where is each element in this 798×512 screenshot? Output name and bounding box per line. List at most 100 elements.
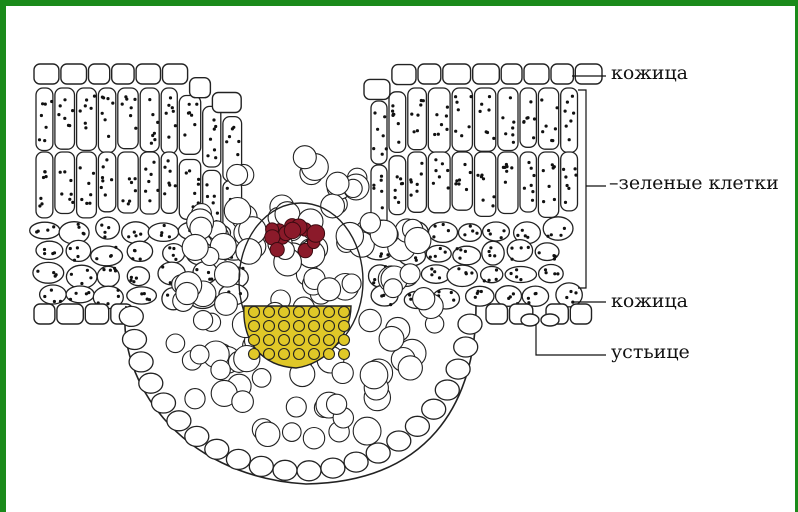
palisade-cell xyxy=(561,152,578,211)
chloroplast xyxy=(458,257,461,260)
parenchyma-cell xyxy=(318,278,341,301)
chloroplast xyxy=(430,267,433,270)
chloroplast xyxy=(75,292,78,295)
midrib-cell xyxy=(435,380,459,400)
chloroplast xyxy=(187,112,190,115)
chloroplast xyxy=(69,179,72,182)
parenchyma-cell xyxy=(166,334,185,353)
chloroplast xyxy=(87,291,90,294)
chloroplast xyxy=(134,189,137,192)
chloroplast xyxy=(542,200,545,203)
chloroplast xyxy=(510,272,513,275)
chloroplast xyxy=(564,110,567,113)
chloroplast xyxy=(380,252,383,255)
chloroplast xyxy=(397,141,400,144)
chloroplast xyxy=(574,291,577,294)
chloroplast xyxy=(414,256,417,259)
chloroplast xyxy=(511,133,514,136)
chloroplast xyxy=(563,227,566,230)
midrib-cell xyxy=(446,359,470,379)
chloroplast xyxy=(527,297,530,300)
leader-stoma xyxy=(536,324,606,355)
parenchyma-cell xyxy=(236,239,262,265)
chloroplast xyxy=(124,95,127,98)
chloroplast xyxy=(163,192,166,195)
chloroplast xyxy=(183,133,186,136)
midrib-cell xyxy=(152,393,176,413)
chloroplast xyxy=(226,187,229,190)
chloroplast xyxy=(457,267,460,270)
chloroplast xyxy=(60,192,63,195)
chloroplast xyxy=(504,132,507,135)
chloroplast xyxy=(540,98,543,101)
chloroplast xyxy=(197,183,200,186)
chloroplast xyxy=(147,180,150,183)
chloroplast xyxy=(457,182,460,185)
chloroplast xyxy=(76,255,79,258)
chloroplast xyxy=(185,171,188,174)
chloroplast xyxy=(392,113,395,116)
chloroplast xyxy=(545,125,548,128)
xylem-vessel xyxy=(264,349,275,360)
chloroplast xyxy=(399,177,402,180)
chloroplast xyxy=(566,101,569,104)
spongy-cell xyxy=(522,286,548,306)
spongy-cell xyxy=(421,265,450,283)
spongy-cell xyxy=(127,287,157,304)
chloroplast xyxy=(210,278,213,281)
xylem-vessel xyxy=(339,349,350,360)
chloroplast xyxy=(434,255,437,258)
chloroplast xyxy=(420,172,423,175)
chloroplast xyxy=(397,122,400,125)
chloroplast xyxy=(501,116,504,119)
chloroplast xyxy=(530,184,533,187)
xylem-vessel xyxy=(264,335,275,346)
chloroplast xyxy=(522,121,525,124)
chloroplast xyxy=(174,184,177,187)
chloroplast xyxy=(214,156,217,159)
chloroplast xyxy=(529,100,532,103)
chloroplast xyxy=(172,254,175,257)
chloroplast xyxy=(419,103,422,106)
epidermis-cell xyxy=(570,304,591,324)
chloroplast xyxy=(70,273,73,276)
xylem-vessel xyxy=(249,321,260,332)
chloroplast xyxy=(165,112,168,115)
chloroplast xyxy=(559,234,562,237)
label-stoma: устьице xyxy=(611,341,690,363)
chloroplast xyxy=(420,162,423,165)
chloroplast xyxy=(114,246,117,249)
chloroplast xyxy=(480,103,483,106)
chloroplast xyxy=(109,255,112,258)
midrib-cell xyxy=(226,449,250,469)
chloroplast xyxy=(531,199,534,202)
chloroplast xyxy=(511,126,514,129)
chloroplast xyxy=(134,177,137,180)
palisade-cell xyxy=(538,88,558,149)
chloroplast xyxy=(440,123,443,126)
chloroplast xyxy=(139,258,142,261)
chloroplast xyxy=(37,230,40,233)
label-green-cells-text: зеленые клетки xyxy=(619,172,779,194)
epidermis-cell xyxy=(85,304,108,324)
chloroplast xyxy=(225,140,228,143)
chloroplast xyxy=(161,265,164,268)
xylem-vessel xyxy=(279,321,290,332)
chloroplast xyxy=(42,176,45,179)
chloroplast xyxy=(133,249,136,252)
midrib-cell xyxy=(422,399,446,419)
chloroplast xyxy=(45,126,48,129)
chloroplast xyxy=(475,232,478,235)
chloroplast xyxy=(446,169,449,172)
parenchyma-cell xyxy=(379,326,404,351)
chloroplast xyxy=(73,259,76,262)
epidermis-cell xyxy=(418,64,441,84)
chloroplast xyxy=(148,98,151,101)
chloroplast xyxy=(151,113,154,116)
xylem-vessel xyxy=(339,335,350,346)
chloroplast xyxy=(434,169,437,172)
chloroplast xyxy=(409,298,412,301)
chloroplast xyxy=(382,294,385,297)
chloroplast xyxy=(541,130,544,133)
